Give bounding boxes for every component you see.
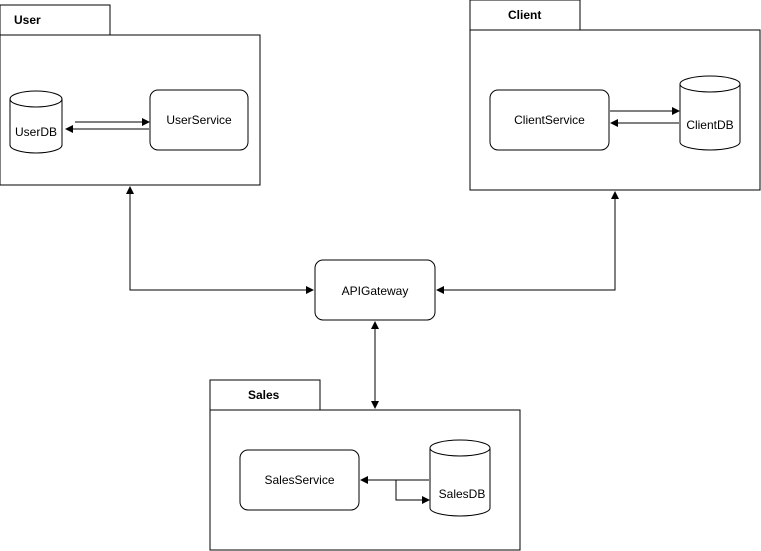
sales-service[interactable]: SalesService	[239, 449, 360, 511]
edge-salesservice-to-salesdb	[395, 480, 430, 504]
user-service-label: UserService	[166, 113, 232, 127]
sales-db-body	[429, 448, 491, 517]
sales-service-label: SalesService	[264, 473, 334, 487]
user-db-body	[9, 99, 63, 154]
client-db[interactable]: ClientDB	[679, 75, 741, 151]
package-sales-tab	[209, 379, 321, 411]
client-service[interactable]: ClientService	[489, 89, 610, 151]
package-sales-label: Sales	[248, 388, 280, 402]
package-user-label: User	[14, 13, 41, 27]
package-client-tab	[469, 0, 581, 31]
client-service-label: ClientService	[514, 113, 585, 127]
client-service-box	[489, 89, 610, 151]
package-user-tab	[0, 4, 111, 36]
user-service[interactable]: UserService	[149, 89, 249, 151]
user-service-box	[149, 89, 249, 151]
package-client-label: Client	[508, 8, 541, 22]
api-gateway-label: APIGateway	[342, 284, 409, 298]
edge-user-apigateway	[126, 186, 314, 294]
sales-db-label: SalesDB	[439, 487, 486, 501]
client-db-label: ClientDB	[686, 118, 733, 132]
edge-client-apigateway	[436, 191, 619, 294]
client-db-top	[679, 75, 741, 93]
sales-db[interactable]: SalesDB	[429, 439, 491, 517]
sales-db-top	[429, 439, 491, 457]
api-gateway[interactable]: APIGateway	[314, 259, 436, 321]
user-db-label: UserDB	[15, 125, 57, 139]
sales-service-box	[239, 449, 360, 511]
client-db-body	[679, 84, 741, 151]
api-gateway-box	[314, 259, 436, 321]
user-db-top	[9, 90, 63, 108]
user-db[interactable]: UserDB	[9, 90, 63, 154]
